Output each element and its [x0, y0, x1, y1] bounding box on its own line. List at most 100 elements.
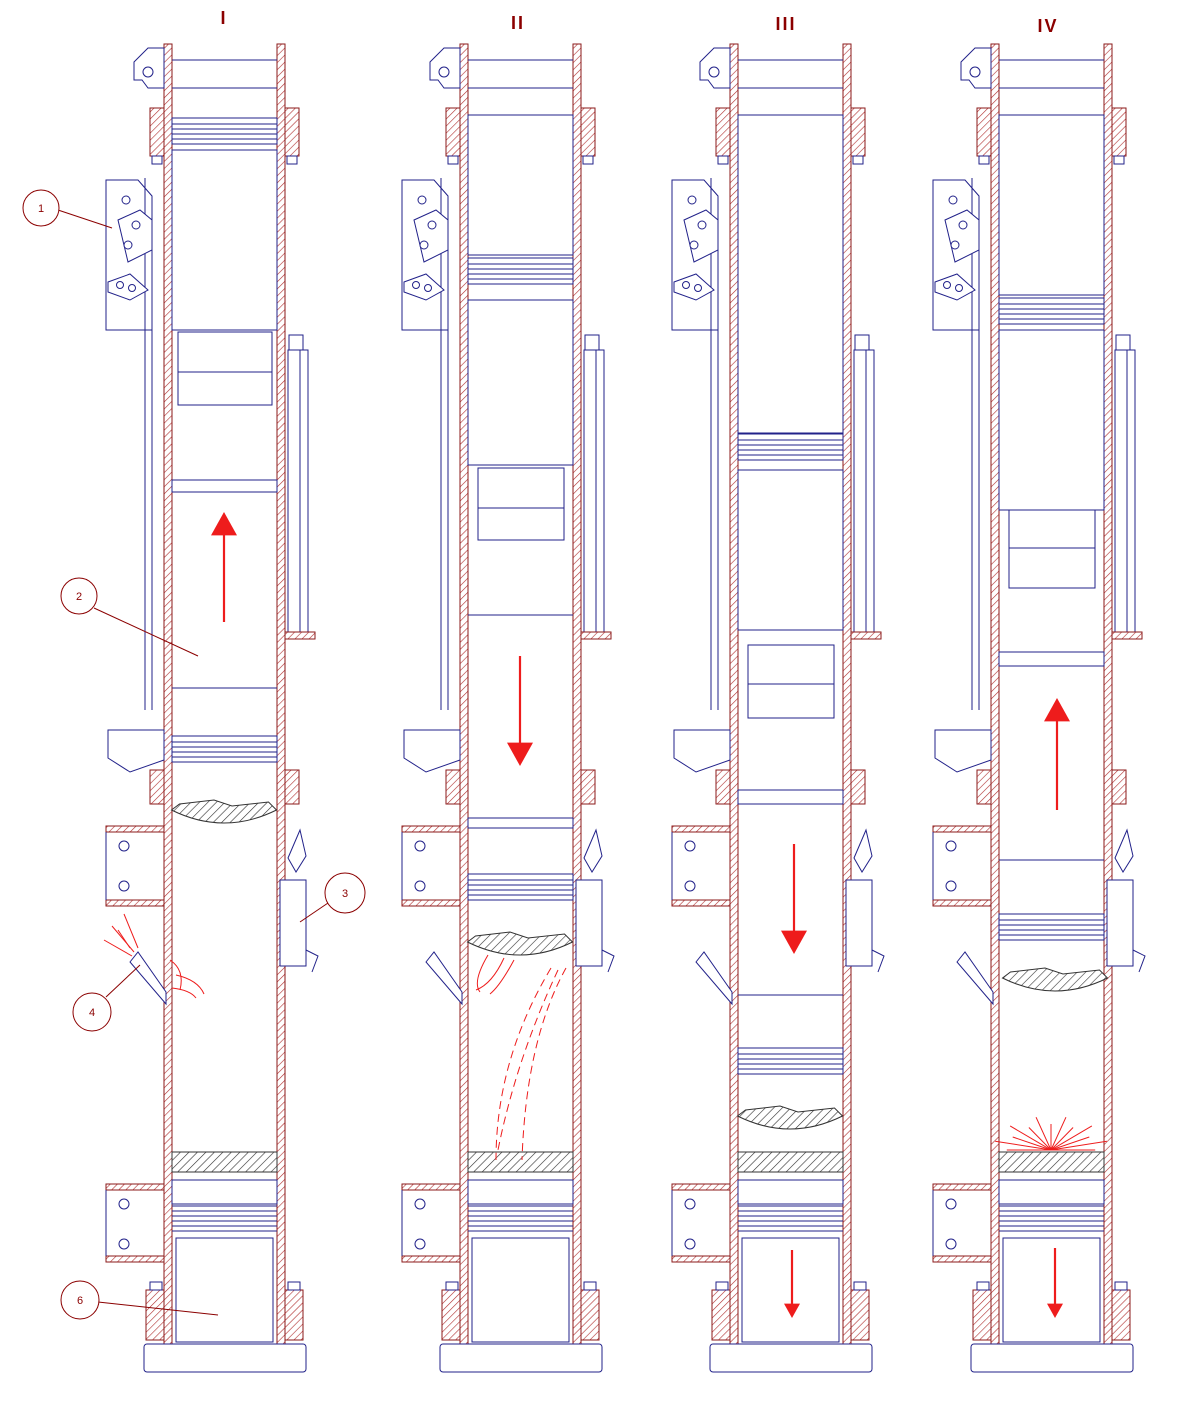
- bottom-nut-left: [445, 1281, 459, 1291]
- bracket-hole-3: [950, 240, 960, 250]
- mid-flange-right: [580, 769, 596, 805]
- stage-ii-crust-bottom: [467, 1151, 574, 1173]
- stage-iv-burst-ray: [1050, 1125, 1093, 1151]
- bracket-hole-5: [424, 284, 432, 292]
- bottom-flange-right: [850, 1289, 870, 1341]
- sensor-shelf: [580, 631, 612, 640]
- stage-iv-body: [998, 329, 1105, 511]
- stage-i-up-arrow-head: [211, 512, 237, 536]
- sensor-shelf: [284, 631, 316, 640]
- upper-nut-right: [582, 155, 594, 165]
- upper-flange-left: [976, 107, 992, 157]
- lower-chamber: [175, 1237, 274, 1343]
- sensor-head: [288, 334, 304, 351]
- stage-iii-upper-sleeve: [737, 114, 844, 434]
- bracket-hole-3: [689, 240, 699, 250]
- left-hopper: [107, 729, 165, 773]
- callout-1: 1: [22, 189, 113, 229]
- callout-6-number: 6: [77, 1295, 83, 1307]
- left-hopper: [673, 729, 731, 773]
- low-support-top: [932, 1183, 992, 1191]
- stage-iii-internals: [736, 114, 844, 1318]
- lower-chamber: [741, 1237, 840, 1343]
- stage-iv-collar: [998, 651, 1105, 667]
- stage-iv-burst-ray: [1050, 1136, 1090, 1151]
- tube-wall-left: [729, 43, 739, 1345]
- low-support-bottom: [932, 1255, 992, 1263]
- stage-iv-internals: [995, 114, 1109, 1318]
- mid-flange-left: [445, 769, 461, 805]
- stage-ii-crust: [466, 931, 574, 956]
- top-bracket-hole: [142, 66, 154, 78]
- side-chute: [956, 951, 994, 1006]
- column-base: [709, 1343, 873, 1373]
- stage-iv-cone: [1008, 509, 1096, 589]
- upper-flange-right: [1111, 107, 1127, 157]
- bottom-nut-right: [287, 1281, 301, 1291]
- stage-ii-low-piston-head: [467, 873, 574, 901]
- stage-iii-low-piston-head: [737, 1047, 844, 1075]
- right-valve-body: [1106, 879, 1134, 967]
- bottom-nut-left: [149, 1281, 163, 1291]
- top-cap-lines: [738, 59, 843, 89]
- callout-2: 2: [60, 577, 199, 657]
- callout-3-number: 3: [342, 888, 348, 900]
- bottom-flange-left: [972, 1289, 992, 1341]
- sensor-head: [1115, 334, 1131, 351]
- stage-ii-top-piston-head: [467, 257, 574, 285]
- top-cap-lines: [999, 59, 1104, 89]
- stage-i-spray-2: [123, 913, 139, 949]
- right-valve-body: [845, 879, 873, 967]
- upper-nut-left: [978, 155, 990, 165]
- bottom-flange-left: [711, 1289, 731, 1341]
- stage-ii-upper-sleeve: [467, 114, 574, 256]
- mid-support-bottom: [401, 899, 461, 907]
- bracket-hole-2: [427, 220, 437, 230]
- stage-iv-burst-ray: [995, 1140, 1052, 1151]
- mid-flange-left: [976, 769, 992, 805]
- stage-iv-top-piston-head: [998, 297, 1105, 325]
- mid-support-hole-2: [414, 880, 426, 892]
- stage-i-cone: [177, 331, 273, 406]
- stage-iii-crust-bottom: [737, 1151, 844, 1173]
- right-valve-top: [1114, 828, 1134, 873]
- stage-iii-down-arrow-head: [781, 930, 807, 954]
- low-support-hole-1: [118, 1198, 130, 1210]
- bracket-hole-4: [943, 281, 951, 289]
- bracket-hole-4: [412, 281, 420, 289]
- stage-i-crust-top: [170, 799, 278, 824]
- right-valve-top: [853, 828, 873, 873]
- mid-support-top: [401, 825, 461, 833]
- bracket-lever: [403, 273, 445, 301]
- callout-4: 4: [72, 964, 141, 1032]
- upper-flange-right: [284, 107, 300, 157]
- top-bracket-hole: [438, 66, 450, 78]
- mid-support-hole-1: [684, 840, 696, 852]
- side-chute: [129, 951, 167, 1006]
- stage-ii-down-arrow-head: [507, 742, 533, 766]
- low-support-top: [401, 1183, 461, 1191]
- stage-ii-fall-trails: [495, 967, 567, 1161]
- lower-bushing: [467, 1179, 574, 1205]
- bracket-hole-3: [123, 240, 133, 250]
- tube-wall-right: [842, 43, 852, 1345]
- bracket-hole-2: [131, 220, 141, 230]
- bracket-hole-5: [694, 284, 702, 292]
- tube-wall-right: [572, 43, 582, 1345]
- stage-ii-body: [467, 299, 574, 466]
- stage-ii-cone: [477, 467, 565, 541]
- stage-i-mid-piston-head: [171, 735, 278, 763]
- mid-support-hole-2: [684, 880, 696, 892]
- stage-iv-crust-bottom: [998, 1151, 1105, 1173]
- bracket-hole-5: [128, 284, 136, 292]
- low-support-bottom: [671, 1255, 731, 1263]
- bracket-hole-2: [697, 220, 707, 230]
- upper-nut-right: [286, 155, 298, 165]
- low-support-hole-2: [684, 1238, 696, 1250]
- left-hopper: [934, 729, 992, 773]
- callout-3: 3: [299, 872, 366, 923]
- right-sensor-panel: [287, 349, 309, 633]
- stage-ii-column: [401, 43, 615, 1373]
- stage-i-spray-0: [103, 939, 133, 957]
